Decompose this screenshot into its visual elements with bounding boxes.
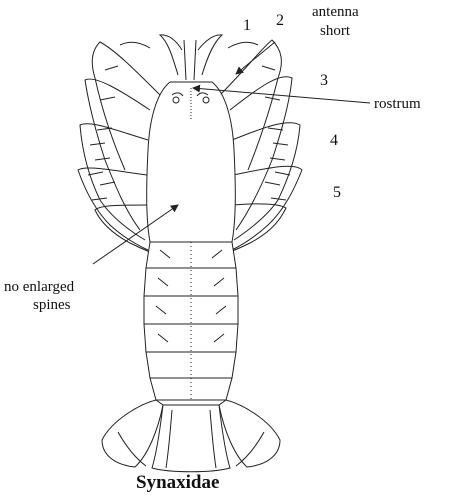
leg-number-4: 4 (330, 132, 338, 149)
leg-number-1: 1 (243, 17, 251, 34)
abdomen (144, 242, 238, 400)
leg-number-5: 5 (333, 184, 341, 201)
leg-number-2: 2 (276, 12, 284, 29)
antenna-label-line1: antenna (312, 4, 359, 20)
figure-caption: Synaxidae (136, 472, 219, 493)
rostrum-label: rostrum (374, 96, 421, 112)
spines-label-line1: no enlarged (4, 279, 75, 295)
tail-fan (102, 400, 280, 472)
spines-label-line2: spines (33, 297, 71, 313)
antenna-label-line2: short (320, 23, 351, 39)
antennae (160, 35, 222, 80)
antenna-leader (236, 42, 275, 74)
leg-number-3: 3 (320, 72, 328, 89)
